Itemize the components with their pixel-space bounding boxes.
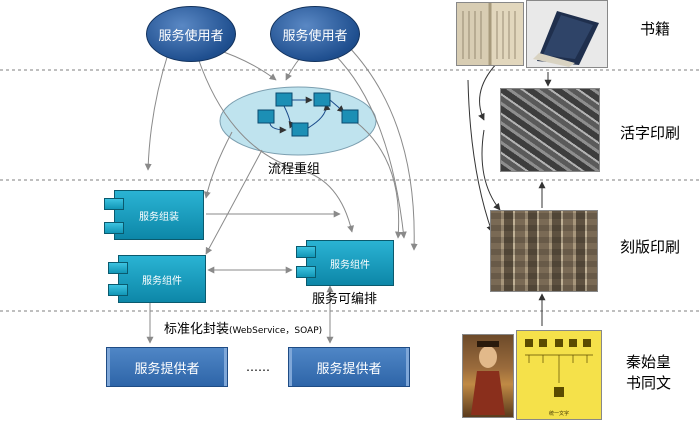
- component-tab-icon: [108, 262, 128, 274]
- packaging-detail-text: (WebService，SOAP): [229, 326, 323, 336]
- process-reorg-ellipse: [219, 86, 377, 156]
- service-user-label: 服务使用者: [158, 28, 224, 44]
- packaging-main-text: 标准化封装: [164, 322, 230, 337]
- bound-books-image: [526, 0, 608, 68]
- service-provider-node: 服务提供者: [106, 347, 228, 387]
- unified-script-chart-image: 统一文字: [516, 330, 602, 420]
- process-node: [313, 92, 331, 107]
- layer-separators: [0, 69, 699, 312]
- component-label: 服务组件: [330, 259, 370, 271]
- qin-unification-label: 秦始皇 书同文: [626, 352, 671, 394]
- service-arrows: [144, 45, 418, 344]
- service-user-node: 服务使用者: [146, 6, 236, 62]
- process-node: [341, 109, 359, 124]
- component-label: 服务组件: [142, 275, 182, 287]
- process-node: [275, 92, 293, 107]
- service-user-label: 服务使用者: [282, 28, 348, 44]
- books-label: 书籍: [640, 20, 671, 38]
- process-nodes: [257, 92, 359, 137]
- standard-packaging-label: 标准化封装(WebService，SOAP): [164, 318, 322, 337]
- component-tab-icon: [104, 198, 124, 210]
- movable-type-image: [500, 88, 600, 172]
- qin-label-line1: 秦始皇: [626, 353, 672, 371]
- process-reorg-label: 流程重组: [268, 162, 321, 177]
- service-orchestration-label: 服务可编排: [312, 292, 378, 307]
- qin-emperor-portrait-image: [462, 334, 514, 418]
- service-provider-node: 服务提供者: [288, 347, 410, 387]
- component-tab-icon: [296, 246, 316, 258]
- component-label: 服务组装: [139, 211, 179, 223]
- process-node: [257, 109, 275, 124]
- movable-type-label: 活字印刷: [620, 124, 681, 142]
- process-node: [291, 122, 309, 137]
- qin-label-line2: 书同文: [626, 374, 672, 392]
- chart-caption: 统一文字: [548, 411, 569, 417]
- ellipsis-text: ……: [246, 360, 270, 374]
- service-user-node: 服务使用者: [270, 6, 360, 62]
- component-tab-icon: [108, 284, 128, 296]
- service-provider-label: 服务提供者: [316, 361, 382, 377]
- component-tab-icon: [296, 266, 316, 278]
- block-printing-image: [490, 210, 598, 292]
- service-provider-label: 服务提供者: [134, 361, 200, 377]
- service-component-left: 服务组件: [118, 255, 206, 303]
- block-printing-label: 刻版印刷: [620, 238, 681, 256]
- service-assembly-component: 服务组装: [114, 190, 204, 240]
- component-tab-icon: [104, 222, 124, 234]
- old-books-image: [456, 2, 524, 66]
- service-component-right: 服务组件: [306, 240, 394, 286]
